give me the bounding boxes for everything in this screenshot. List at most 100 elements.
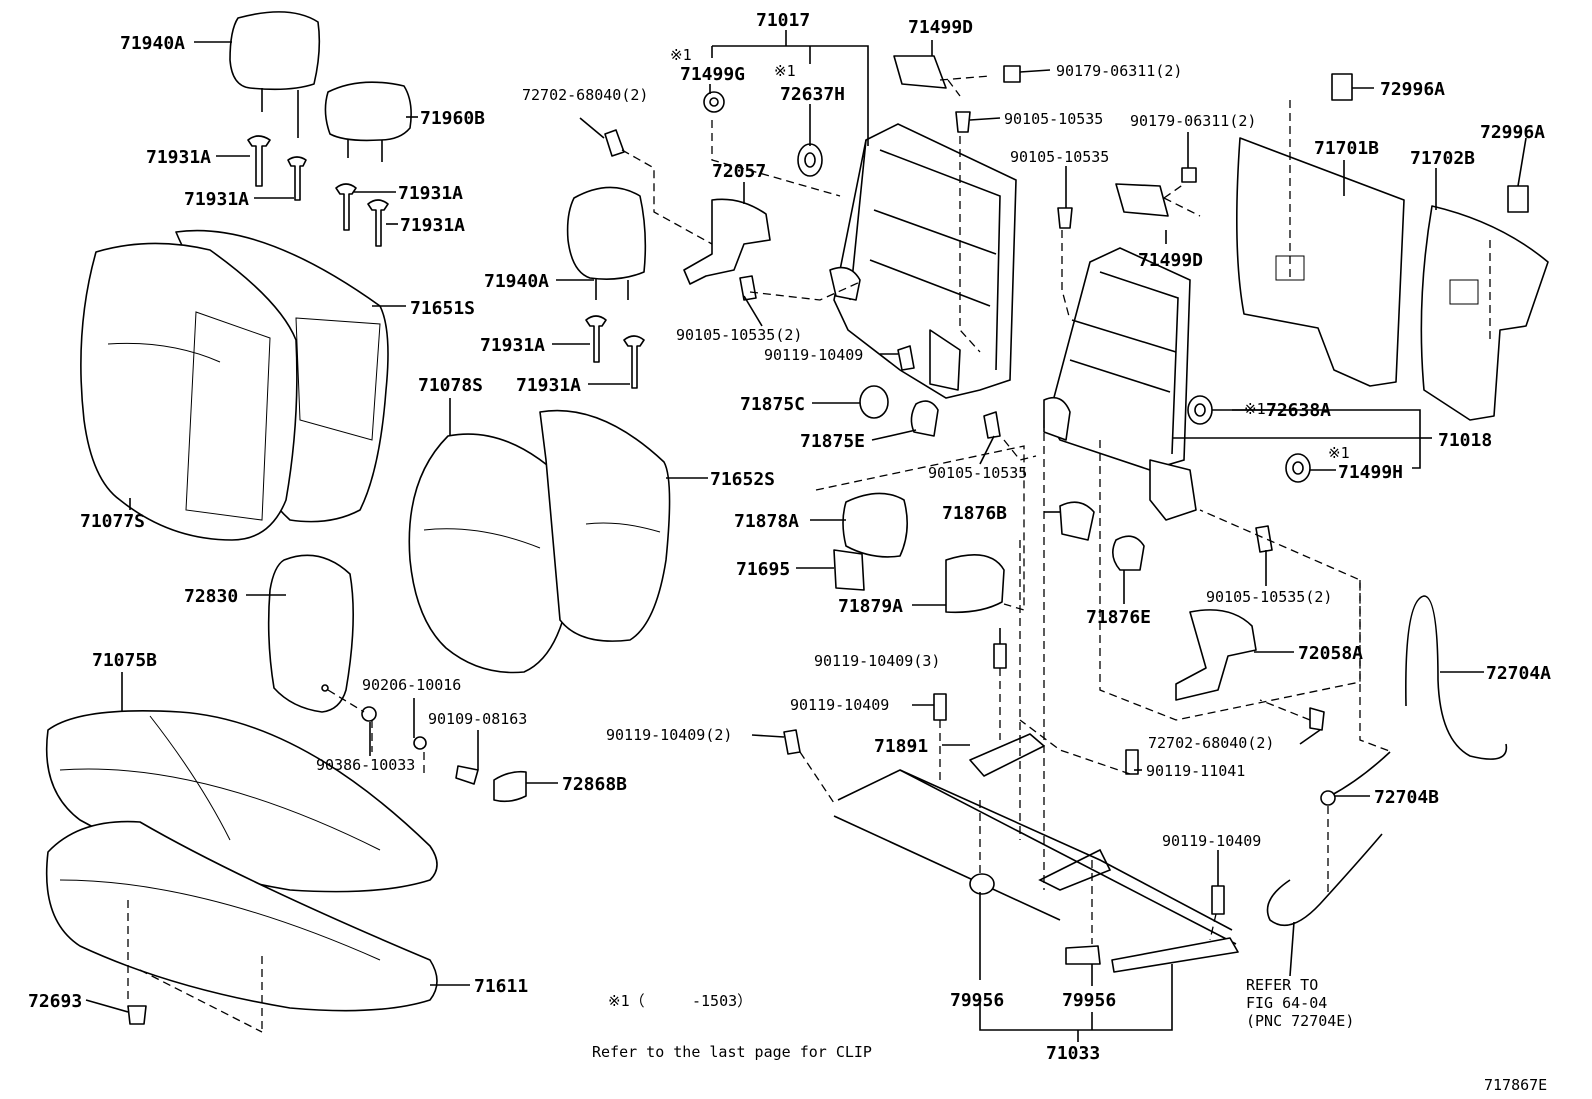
label-71940a-mid: 71940A	[484, 271, 549, 292]
headrest-71940a-top-drawing	[229, 11, 321, 138]
diagram-notes: REFER TO FIG 64-04 (PNC 72704E) ※1（ -150…	[592, 976, 1547, 1094]
cover-71876b-drawing	[1059, 501, 1095, 541]
part-number-labels: 71940A 71960B 71931A 71931A 71931A 71931…	[28, 10, 1551, 1064]
clip-72693-drawing	[127, 900, 263, 1033]
label-90105-10535-2a: 90105-10535(2)	[676, 326, 802, 344]
label-71879a: 71879A	[838, 596, 903, 617]
label-71695: 71695	[736, 559, 790, 580]
label-72693: 72693	[28, 991, 82, 1012]
label-90105-10535-b: 90105-10535	[1010, 148, 1109, 166]
label-90105-10535-a: 90105-10535	[1004, 110, 1103, 128]
refer-note-line-3: (PNC 72704E)	[1246, 1012, 1354, 1030]
bolts-drawing	[604, 65, 1325, 915]
note-mark-3: ※1	[1244, 400, 1266, 418]
clip-72996a-drawing	[1331, 73, 1529, 213]
label-90119-11041: 90119-11041	[1146, 762, 1245, 780]
label-72830: 72830	[184, 586, 238, 607]
hinge-cover-72058a-drawing	[1175, 609, 1257, 701]
label-71931a-6: 71931A	[516, 375, 581, 396]
label-90179-06311-b: 90179-06311(2)	[1130, 112, 1256, 130]
assembly-dashed-lines	[327, 75, 1491, 944]
label-72868b: 72868B	[562, 774, 627, 795]
label-71033: 71033	[1046, 1043, 1100, 1064]
clip-note: Refer to the last page for CLIP	[592, 1043, 872, 1061]
seatback-71652s-drawing	[539, 409, 671, 642]
label-71499g: 71499G	[680, 64, 745, 85]
label-71078s: 71078S	[418, 375, 483, 396]
label-71878a: 71878A	[734, 511, 799, 532]
headrest-71960b-drawing	[324, 81, 412, 162]
cover-71879a-drawing	[945, 554, 1005, 614]
headrest-guides-top-drawing	[247, 135, 389, 247]
label-90119-10409-a: 90119-10409	[764, 346, 863, 364]
label-72702-68040-top: 72702-68040(2)	[522, 86, 648, 104]
refer-note-line-2: FIG 64-04	[1246, 994, 1327, 1012]
leader-lines	[85, 40, 1527, 1013]
seatback-frame-71017-drawing	[829, 123, 1017, 399]
lower-frame-71033-drawing	[833, 733, 1239, 973]
seatback-71077s-drawing	[80, 242, 298, 541]
label-71931a-4: 71931A	[400, 215, 465, 236]
label-71960b: 71960B	[420, 108, 485, 129]
label-71499h: 71499H	[1338, 462, 1403, 483]
label-71499d-mid: 71499D	[1138, 250, 1203, 271]
label-90206-10016: 90206-10016	[362, 676, 461, 694]
label-72702-68040-bot: 72702-68040(2)	[1148, 734, 1274, 752]
label-71018: 71018	[1438, 430, 1492, 451]
label-72058a: 72058A	[1298, 643, 1363, 664]
armrest-72830-drawing	[267, 554, 354, 713]
label-71940a-top: 71940A	[120, 33, 185, 54]
label-72637h: 72637H	[780, 84, 845, 105]
label-79956-b: 79956	[1062, 990, 1116, 1011]
label-72704a: 72704A	[1486, 663, 1551, 684]
label-90119-10409-b: 90119-10409	[790, 696, 889, 714]
label-71652s: 71652S	[710, 469, 775, 490]
label-90105-10535-2b: 90105-10535(2)	[1206, 588, 1332, 606]
cover-71875c-drawing	[859, 385, 889, 419]
label-90105-10535-c: 90105-10535	[928, 464, 1027, 482]
label-72996a-b: 72996A	[1480, 122, 1545, 143]
note-mark-4: ※1	[1328, 444, 1350, 462]
label-71611: 71611	[474, 976, 528, 997]
armrest-fasteners-drawing	[361, 706, 527, 803]
diagram-code: 717867E	[1484, 1076, 1547, 1094]
label-71876b: 71876B	[942, 503, 1007, 524]
label-71017: 71017	[756, 10, 810, 31]
latch-71499d-drawing	[893, 55, 1169, 217]
refer-note-line-1: REFER TO	[1246, 976, 1318, 994]
label-72996a-a: 72996A	[1380, 79, 1445, 100]
footnote-prefix: ※1（	[608, 992, 645, 1010]
cable-72704a-drawing	[1405, 595, 1508, 760]
note-mark-1: ※1	[670, 46, 692, 64]
label-90179-06311-a: 90179-06311(2)	[1056, 62, 1182, 80]
label-71651s: 71651S	[410, 298, 475, 319]
label-90386-10033: 90386-10033	[316, 756, 415, 774]
cover-71695-drawing	[833, 549, 865, 591]
cable-72704b-drawing	[1266, 751, 1391, 927]
rings-drawing	[703, 91, 1311, 483]
seat-cushion-71611-drawing	[45, 820, 438, 1012]
label-90119-10409-3: 90119-10409(3)	[814, 652, 940, 670]
label-90119-10409-2: 90119-10409(2)	[606, 726, 732, 744]
cover-71875e-drawing	[910, 400, 939, 437]
group-bracket-lines	[711, 30, 1432, 1042]
label-72638a: 72638A	[1266, 400, 1331, 421]
stoppers-79956-drawing	[969, 873, 1101, 965]
cover-71878a-drawing	[842, 492, 908, 558]
label-71876e: 71876E	[1086, 607, 1151, 628]
label-90119-10409-c: 90119-10409	[1162, 832, 1261, 850]
back-cover-71702b-drawing	[1420, 205, 1549, 421]
label-72704b: 72704B	[1374, 787, 1439, 808]
label-71701b: 71701B	[1314, 138, 1379, 159]
note-mark-2: ※1	[774, 62, 796, 80]
label-71931a-2: 71931A	[184, 189, 249, 210]
label-71075b: 71075B	[92, 650, 157, 671]
headrest-71940a-mid-drawing	[566, 186, 647, 389]
label-71931a-3: 71931A	[398, 183, 463, 204]
label-90109-08163: 90109-08163	[428, 710, 527, 728]
label-71077s: 71077S	[80, 511, 145, 532]
label-72057: 72057	[712, 161, 766, 182]
label-71499d-top: 71499D	[908, 17, 973, 38]
label-71875c: 71875C	[740, 394, 805, 415]
